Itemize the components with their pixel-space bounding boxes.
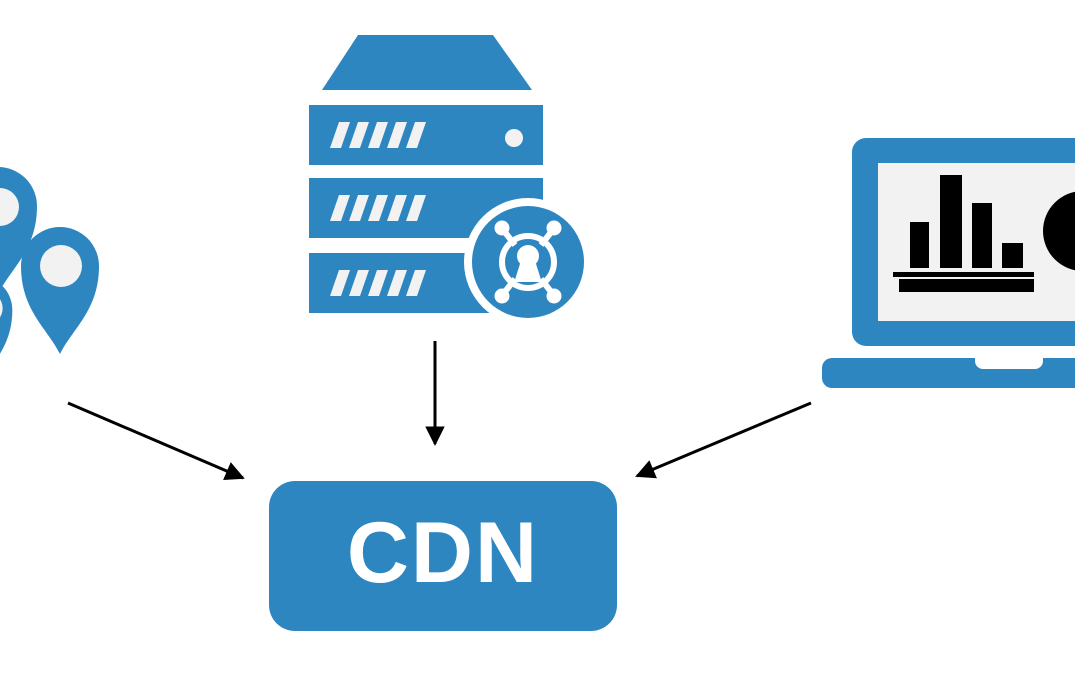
arrow-from-analytics (635, 401, 812, 479)
rack-led-dot (505, 129, 523, 147)
vent-stripes (330, 195, 426, 221)
laptop-base (822, 357, 1075, 388)
map-pins-icon (0, 167, 99, 388)
map-pin (0, 167, 37, 294)
bar-chart-icon (893, 175, 1034, 292)
network-node-dot (546, 288, 562, 304)
server-rack (309, 105, 543, 165)
pie-chart-icon (1043, 191, 1075, 271)
analytics-laptop-icon (822, 138, 1075, 388)
security-badge (464, 198, 592, 326)
arrow-from-locations (67, 401, 245, 481)
keyhole-icon (515, 245, 541, 282)
laptop-base-notch (975, 357, 1043, 369)
server-top (322, 35, 532, 90)
secure-server-icon (309, 35, 592, 326)
map-pin (0, 275, 13, 388)
network-node-dot (494, 220, 510, 236)
vent-stripes (330, 122, 426, 148)
network-node-dot (546, 220, 562, 236)
network-node-dot (494, 288, 510, 304)
vent-stripes (330, 270, 426, 296)
cdn-label: CDN (346, 505, 540, 601)
map-pin (21, 227, 99, 354)
secure-network-lock-icon (494, 220, 562, 304)
cdn-node: CDN (269, 481, 617, 631)
